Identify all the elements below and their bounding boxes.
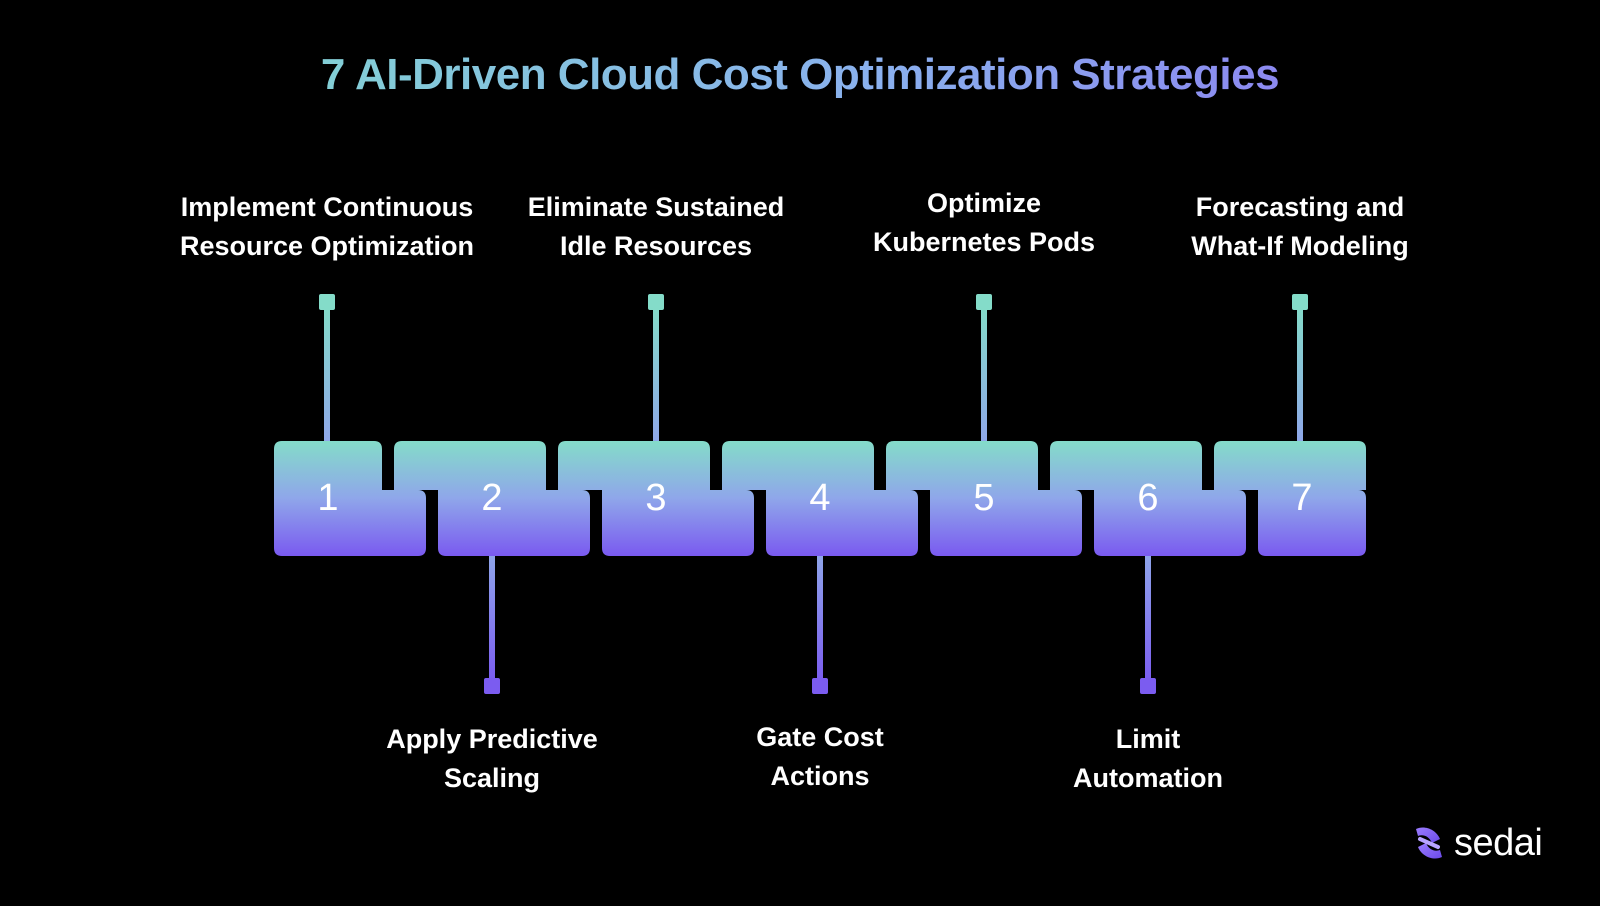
step-label-line: Actions <box>770 761 870 791</box>
step-label-line: Idle Resources <box>559 231 753 261</box>
connector-node-5 <box>976 294 992 310</box>
step-label-line: Apply Predictive <box>386 724 598 754</box>
connector-line-3 <box>653 306 659 444</box>
connector-line-6 <box>1145 553 1151 687</box>
connector-node-6 <box>1140 678 1156 694</box>
brand-logo: sedai <box>1410 818 1543 868</box>
step-label-line: Optimize <box>926 188 1041 218</box>
step-label-line: What-If Modeling <box>1191 231 1409 261</box>
puzzle-piece-5 <box>886 441 1082 556</box>
connector-line-4 <box>817 553 823 687</box>
connector-node-2 <box>484 678 500 694</box>
connector-node-4 <box>812 678 828 694</box>
puzzle-piece-4 <box>722 441 918 556</box>
puzzle-piece-2 <box>394 441 590 556</box>
brand-name: sedai <box>1454 821 1543 864</box>
step-number-6: 6 <box>1137 477 1158 519</box>
puzzle-pieces: 1 2 3 4 5 6 7 <box>274 441 1366 556</box>
connector-node-7 <box>1292 294 1308 310</box>
step-label-line: Kubernetes Pods <box>872 227 1096 257</box>
step-number-1: 1 <box>317 477 338 519</box>
step-number-2: 2 <box>481 477 502 519</box>
puzzle-piece-7 <box>1214 441 1366 556</box>
connector-line-1 <box>324 306 330 444</box>
step-label-line: Forecasting and <box>1195 192 1405 222</box>
page-title: 7 AI-Driven Cloud Cost Optimization Stra… <box>0 50 1600 100</box>
step-number-3: 3 <box>645 477 666 519</box>
step-label-line: Automation <box>1073 763 1223 793</box>
puzzle-piece-6 <box>1050 441 1246 556</box>
sedai-logo-icon <box>1416 827 1442 859</box>
connector-node-3 <box>648 294 664 310</box>
puzzle-piece-1 <box>274 441 426 556</box>
connector-line-2 <box>489 553 495 687</box>
step-label-line: Limit <box>1115 724 1181 754</box>
step-label-line: Resource Optimization <box>179 231 475 261</box>
puzzle-piece-3 <box>558 441 754 556</box>
connectors <box>319 294 1308 694</box>
step-label-line: Eliminate Sustained <box>527 192 785 222</box>
step-label-line: Implement Continuous <box>180 192 474 222</box>
connector-line-5 <box>981 306 987 444</box>
step-label-line: Scaling <box>443 763 541 793</box>
connector-line-7 <box>1297 306 1303 444</box>
connector-node-1 <box>319 294 335 310</box>
step-number-4: 4 <box>809 477 830 519</box>
step-number-5: 5 <box>973 477 994 519</box>
step-number-7: 7 <box>1291 477 1312 519</box>
step-label-line: Gate Cost <box>756 722 884 752</box>
